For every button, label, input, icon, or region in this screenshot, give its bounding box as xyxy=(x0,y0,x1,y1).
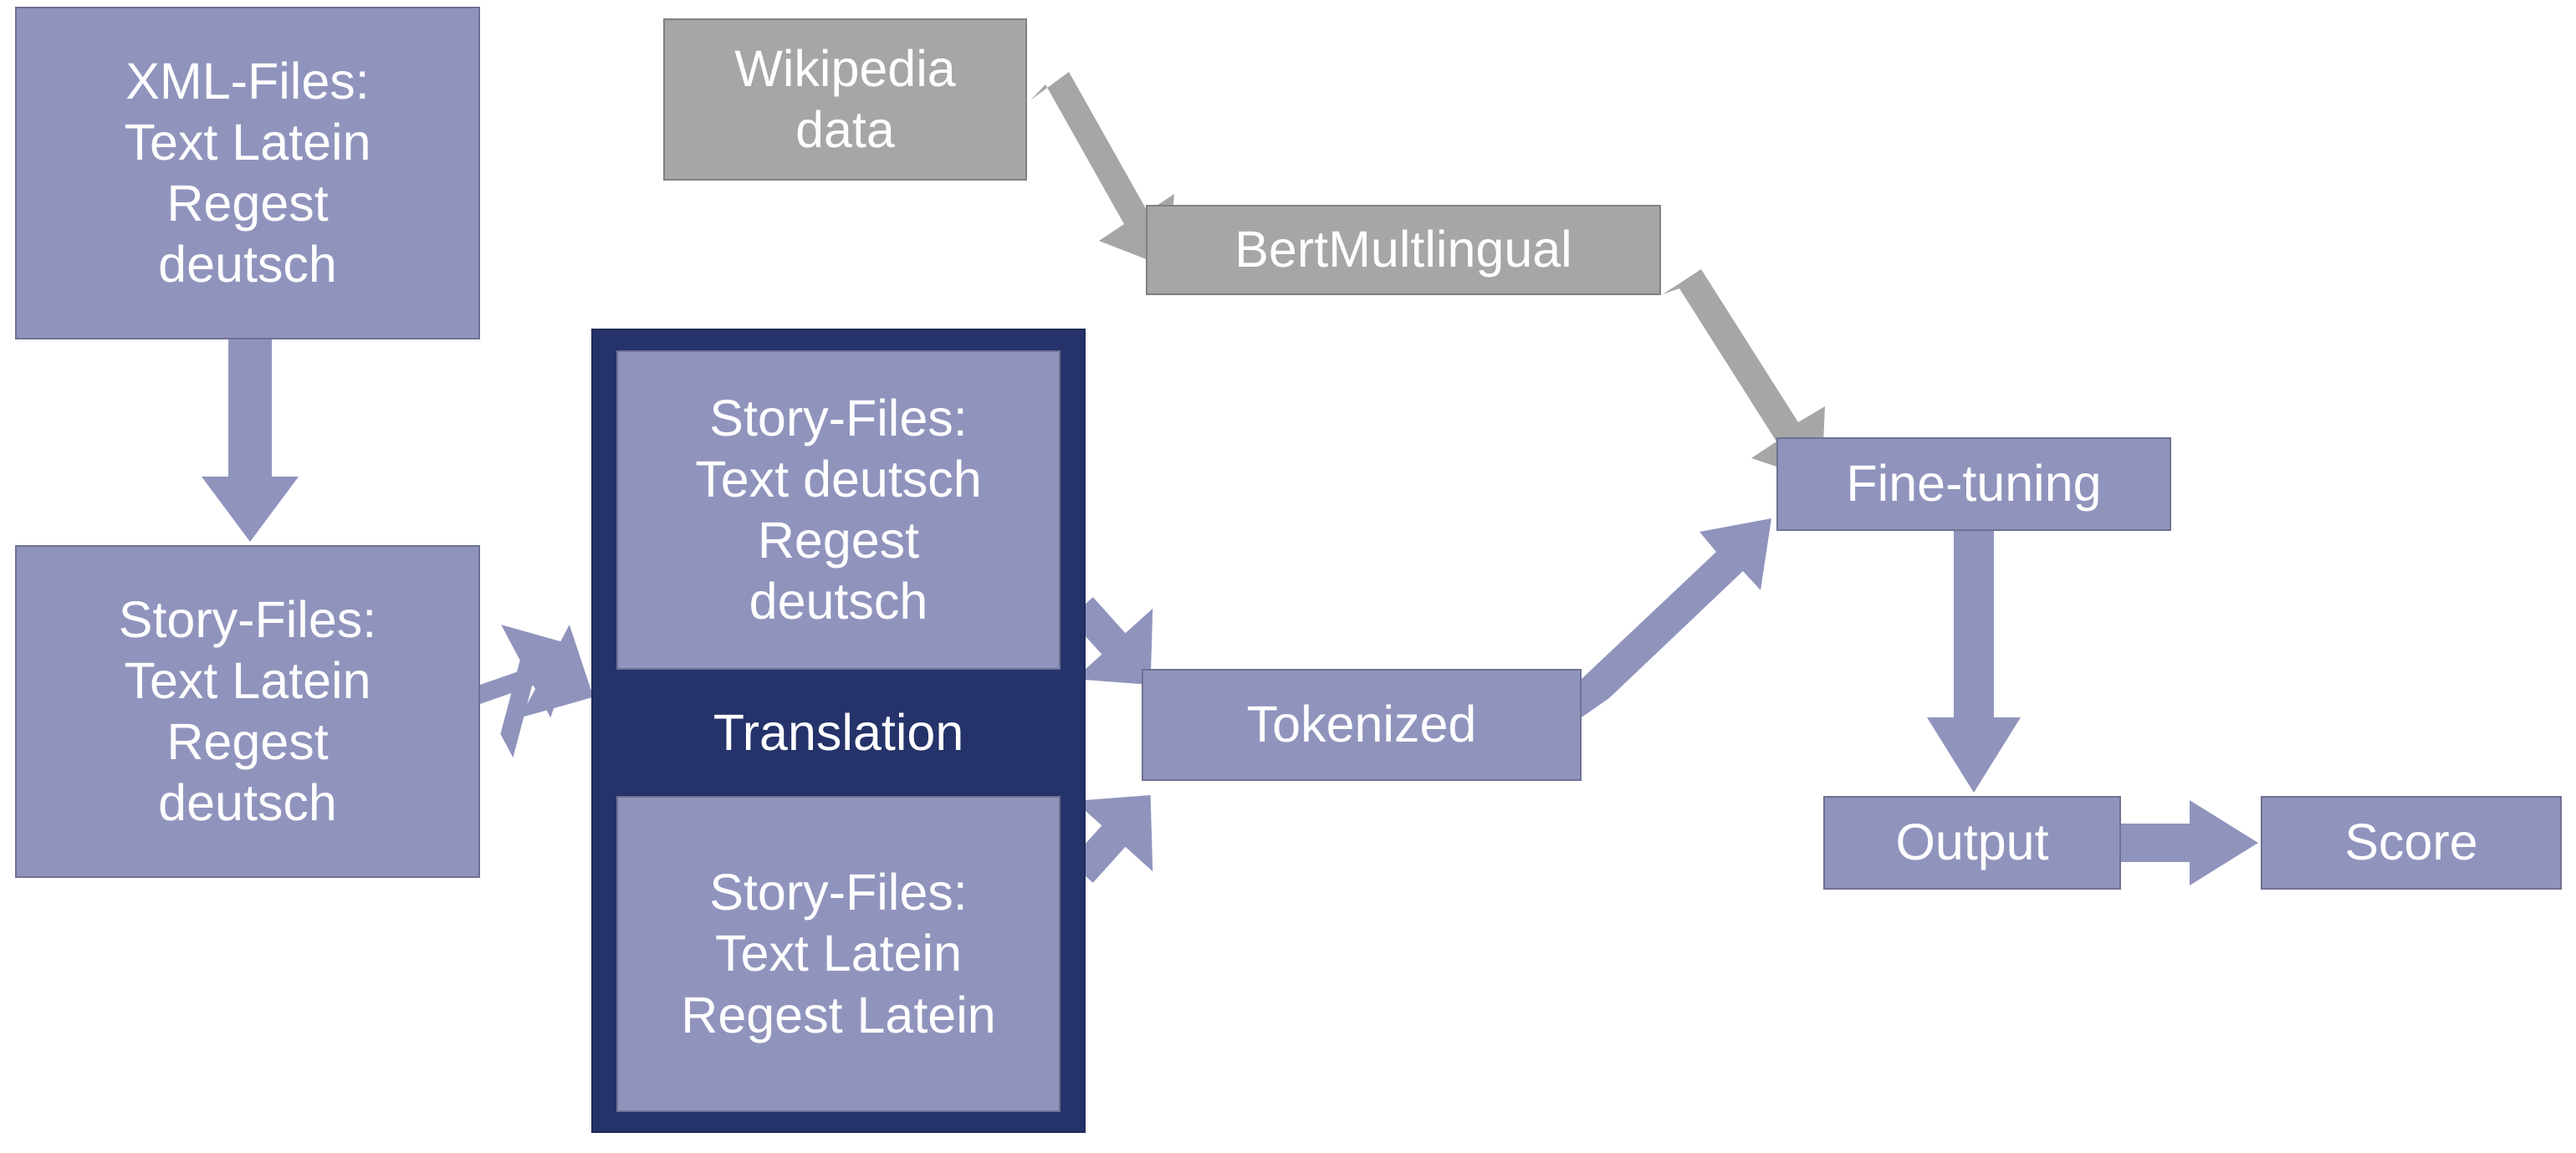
node-wikipedia-data-label: Wikipedia data xyxy=(734,39,956,158)
node-story-files-german[interactable]: Story-Files: Text deutsch Regest deutsch xyxy=(616,350,1061,670)
node-story-files-latin-source[interactable]: Story-Files: Text Latein Regest deutsch xyxy=(15,545,480,878)
node-fine-tuning[interactable]: Fine-tuning xyxy=(1776,437,2171,531)
node-story-files-german-label: Story-Files: Text deutsch Regest deutsch xyxy=(695,389,982,630)
node-output-label: Output xyxy=(1895,814,2049,871)
edge-finetuning-to-output xyxy=(1927,531,2021,793)
node-bert-multilingual-label: BertMultlingual xyxy=(1234,221,1572,278)
node-score-label: Score xyxy=(2344,814,2478,871)
node-xml-files-label: XML-Files: Text Latein Regest deutsch xyxy=(124,52,371,293)
node-bert-multilingual[interactable]: BertMultlingual xyxy=(1146,205,1661,295)
node-wikipedia-data[interactable]: Wikipedia data xyxy=(663,18,1027,181)
node-xml-files[interactable]: XML-Files: Text Latein Regest deutsch xyxy=(15,7,480,339)
node-output[interactable]: Output xyxy=(1823,796,2121,890)
node-story-files-latin-label: Story-Files: Text Latein Regest Latein xyxy=(681,864,996,1043)
node-story-files-latin[interactable]: Story-Files: Text Latein Regest Latein xyxy=(616,796,1061,1112)
edge-output-to-score xyxy=(2121,800,2258,885)
node-tokenized-label: Tokenized xyxy=(1246,696,1477,753)
node-story-files-latin-source-label: Story-Files: Text Latein Regest deutsch xyxy=(118,590,377,832)
edge-tokenized-to-finetuning xyxy=(1582,518,1771,717)
group-translation-label-text: Translation xyxy=(713,704,964,761)
node-tokenized[interactable]: Tokenized xyxy=(1142,669,1582,781)
node-score[interactable]: Score xyxy=(2261,796,2562,890)
node-fine-tuning-label: Fine-tuning xyxy=(1846,455,2102,513)
edge-xml-to-storyfiles xyxy=(202,339,299,542)
group-translation-label: Translation xyxy=(616,686,1061,779)
